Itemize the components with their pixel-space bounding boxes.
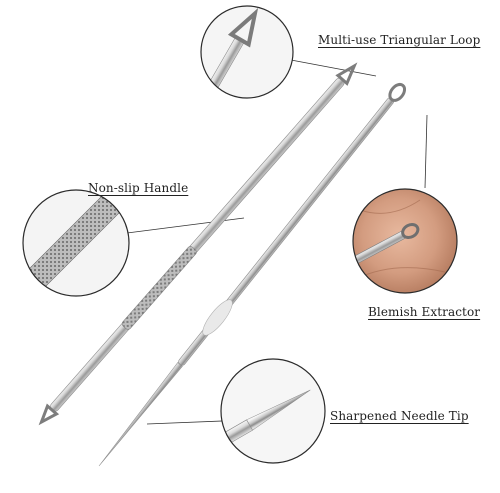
label-triangular-loop: Multi-use Triangular Loop: [318, 33, 481, 47]
callout-blemish-extractor: [352, 188, 458, 294]
callout-triangular-loop: [200, 5, 294, 99]
blemish-leader: [424, 114, 428, 189]
callout-non-slip-handle: [22, 189, 130, 297]
tool-right-grip: [202, 299, 233, 336]
tool-left-loop-bottom: [38, 403, 60, 426]
label-needle-tip: Sharpened Needle Tip: [330, 409, 469, 423]
label-blemish-extractor: Blemish Extractor: [368, 305, 481, 319]
handle-leader: [126, 217, 245, 234]
callout-needle-tip: [220, 358, 326, 464]
tool-right-loop: [388, 82, 407, 102]
tool-right-needle: [98, 362, 183, 467]
tool-right: [98, 82, 407, 467]
loop-leader: [290, 59, 377, 77]
tool-left-loop-top: [335, 62, 358, 86]
label-non-slip-handle: Non-slip Handle: [88, 181, 189, 195]
tool-left: [38, 62, 358, 426]
tool-left-knurl: [121, 246, 197, 330]
